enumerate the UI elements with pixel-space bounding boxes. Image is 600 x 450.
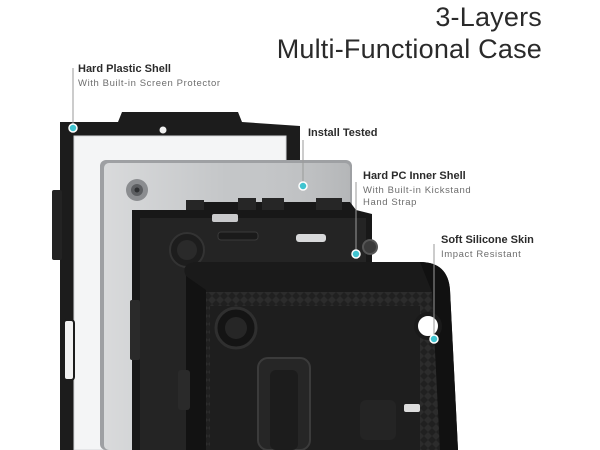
marker-dot-hard-pc-inner-shell: [351, 249, 361, 259]
callout-hard-pc-inner-shell: Hard PC Inner Shell With Built-in Kickst…: [363, 170, 471, 208]
callout-subtitle: Impact Resistant: [441, 249, 522, 260]
soft-silicone-skin: [178, 262, 458, 450]
callout-subtitle-line-2: Hand Strap: [363, 197, 418, 208]
marker-dot-hard-plastic-shell: [68, 123, 78, 133]
callout-hard-plastic-shell: Hard Plastic Shell With Built-in Screen …: [78, 63, 221, 89]
marker-dot-install-tested: [298, 181, 308, 191]
callout-subtitle-line-1: With Built-in Kickstand: [363, 185, 472, 196]
callout-title: Hard Plastic Shell: [78, 63, 171, 75]
headline-line-2: Multi-Functional Case: [276, 34, 542, 64]
callout-soft-silicone-skin: Soft Silicone Skin Impact Resistant: [441, 234, 534, 260]
callout-title: Soft Silicone Skin: [441, 234, 534, 246]
callout-subtitle: With Built-in Screen Protector: [78, 78, 221, 89]
callout-title: Hard PC Inner Shell: [363, 170, 466, 182]
headline-line-1: 3-Layers: [435, 2, 542, 32]
leader-lines: [72, 68, 435, 338]
callout-title: Install Tested: [308, 127, 378, 139]
callout-install-tested: Install Tested: [308, 127, 377, 139]
marker-dot-soft-silicone-skin: [429, 334, 439, 344]
